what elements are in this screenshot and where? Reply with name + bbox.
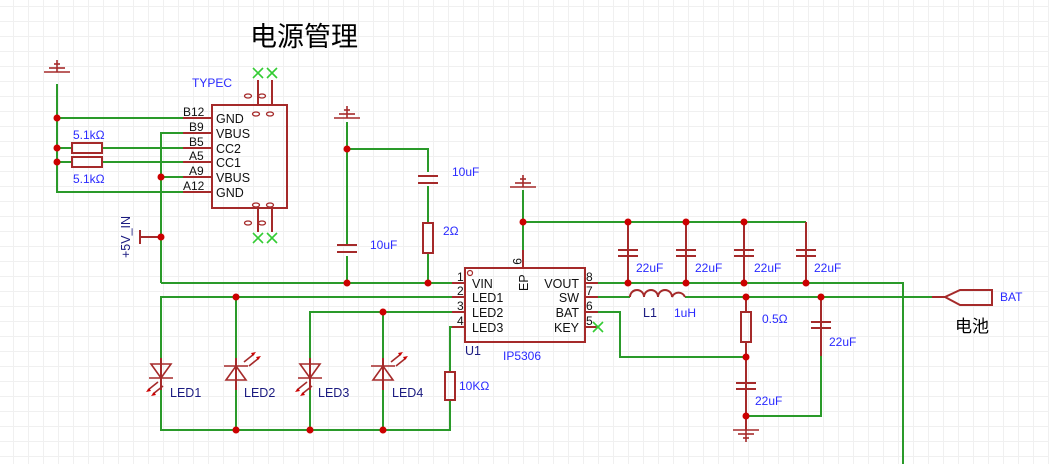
pin-name: LED3 xyxy=(472,321,503,335)
pin-name: CC2 xyxy=(216,142,241,156)
led-label: LED3 xyxy=(318,386,349,400)
typec-label: TYPEC xyxy=(192,76,232,90)
resistor-value: 5.1kΩ xyxy=(73,172,105,186)
pin-name: LED1 xyxy=(472,291,503,305)
ic-part: IP5306 xyxy=(503,349,541,363)
pin-name: GND xyxy=(216,112,244,126)
ic-ref: U1 xyxy=(465,344,481,358)
resistor-value: 0.5Ω xyxy=(762,312,788,326)
pin-number: 1 xyxy=(457,270,464,284)
pin-name: SW xyxy=(559,291,579,305)
ground-icon xyxy=(509,174,537,188)
resistor-value: 5.1kΩ xyxy=(73,128,105,142)
pin-number: 8 xyxy=(586,270,593,284)
vin-wires xyxy=(161,122,460,284)
page-title: 电源管理 xyxy=(250,22,358,53)
pin-number: A5 xyxy=(189,149,204,163)
pin-number: 7 xyxy=(586,284,593,298)
pin-number: B9 xyxy=(189,120,204,134)
typec-wires xyxy=(56,84,183,283)
inductor-l1[interactable] xyxy=(629,289,686,298)
pin-number: B12 xyxy=(183,105,205,119)
inductor-ref: L1 xyxy=(643,306,657,320)
pin-number: 3 xyxy=(457,299,464,313)
led4[interactable] xyxy=(371,352,408,381)
pin-number: 4 xyxy=(457,314,464,328)
pin-name: KEY xyxy=(554,321,580,335)
pin-name: VBUS xyxy=(216,171,250,185)
pin-number: 2 xyxy=(457,284,464,298)
pin-name: CC1 xyxy=(216,156,241,170)
resistor-2ohm[interactable] xyxy=(422,222,434,254)
pin-number: 5 xyxy=(586,314,593,328)
pin-number: A9 xyxy=(189,164,204,178)
pin-number: A12 xyxy=(183,179,205,193)
pin-name: LED2 xyxy=(472,306,503,320)
bat-port[interactable]: BAT 电池 xyxy=(932,289,1023,337)
cap-value: 10uF xyxy=(452,165,479,179)
cap-value: 22uF xyxy=(636,261,663,275)
pin-name: BAT xyxy=(556,306,580,320)
led3[interactable] xyxy=(295,363,322,396)
cap-value: 22uF xyxy=(829,335,856,349)
pin-number: B5 xyxy=(189,135,204,149)
no-connect-icon xyxy=(252,67,278,244)
cap-value: 22uF xyxy=(814,261,841,275)
pin-number: 9 xyxy=(510,258,524,265)
ground-icon xyxy=(732,429,760,443)
cap-value: 22uF xyxy=(754,261,781,275)
led1[interactable] xyxy=(146,363,173,396)
resistor-10k[interactable] xyxy=(444,371,456,401)
cap-value: 10uF xyxy=(370,238,397,252)
inductor-value: 1uH xyxy=(674,306,696,320)
cc-resistors[interactable]: 5.1kΩ 5.1kΩ xyxy=(71,128,105,186)
pin-name: VBUS xyxy=(216,127,250,141)
pin-name: GND xyxy=(216,186,244,200)
resistor-value: 2Ω xyxy=(443,224,459,238)
resistor-value: 10KΩ xyxy=(459,379,489,393)
no-connect-icon xyxy=(592,321,604,333)
cap-value: 22uF xyxy=(695,261,722,275)
junction-dots xyxy=(53,114,825,434)
led-wires xyxy=(160,296,452,431)
resistor-sense[interactable] xyxy=(740,311,752,343)
cap-value: 22uF xyxy=(755,394,782,408)
ground-icon xyxy=(333,105,361,119)
pin-name: VIN xyxy=(472,277,493,291)
ground-icon xyxy=(43,59,71,73)
pin-name: EP xyxy=(517,274,531,291)
pin-number: 6 xyxy=(586,299,593,313)
net-flag-5v[interactable]: +5V_IN xyxy=(119,216,161,258)
led2[interactable] xyxy=(224,352,261,381)
pin-name: VOUT xyxy=(544,277,579,291)
led-label: LED2 xyxy=(244,386,275,400)
net-label: +5V_IN xyxy=(119,216,133,258)
battery-label: 电池 xyxy=(955,317,989,337)
port-label: BAT xyxy=(1000,290,1023,304)
led-label: LED1 xyxy=(170,386,201,400)
led-label: LED4 xyxy=(392,386,423,400)
